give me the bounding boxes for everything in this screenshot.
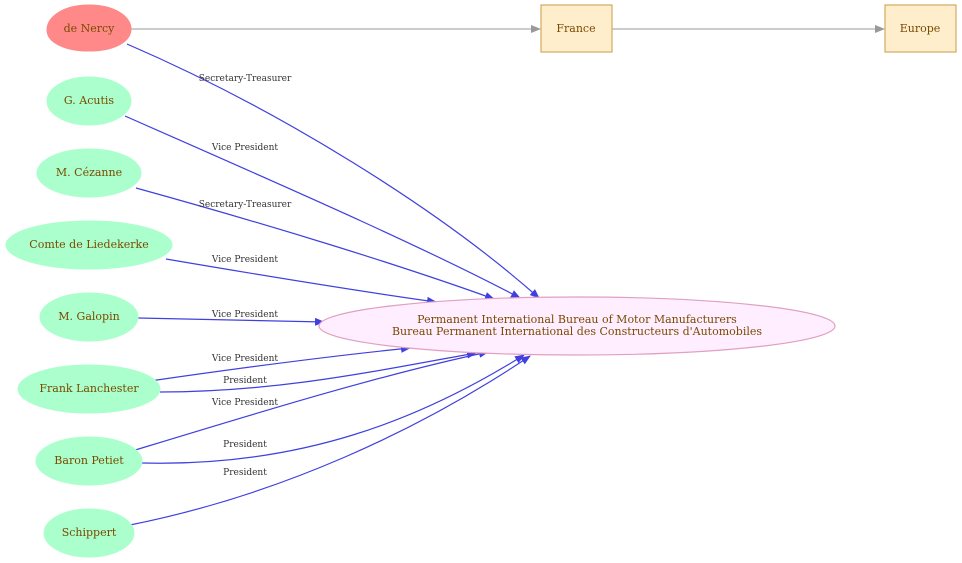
node-label-schippert: Schippert	[62, 526, 117, 539]
edge-galopin-bureau	[137, 317, 325, 326]
edge-label-acutis: Vice President	[211, 143, 279, 153]
edge-label-petiet-vp: Vice President	[211, 398, 279, 408]
node-acutis[interactable]: G. Acutis	[46, 76, 132, 126]
edge-lanchester-bureau-vp	[149, 344, 411, 382]
node-europe[interactable]: Europe	[884, 4, 957, 53]
node-label-galopin: M. Galopin	[58, 310, 119, 323]
edge-label-lanchester-vp: Vice President	[211, 354, 279, 364]
edge-schippert-bureau	[129, 355, 531, 526]
edge-label-schippert: President	[223, 468, 267, 478]
node-cezanne[interactable]: M. Cézanne	[36, 148, 142, 198]
node-label-acutis: G. Acutis	[64, 94, 115, 107]
node-label-bureau-line2: Bureau Permanent International des Const…	[392, 325, 762, 338]
edge-label-liedekerke: Vice President	[211, 255, 279, 265]
node-label-bureau-line1: Permanent International Bureau of Motor …	[417, 313, 737, 326]
node-galopin[interactable]: M. Galopin	[39, 292, 139, 342]
node-lanchester[interactable]: Frank Lanchester	[17, 364, 161, 414]
node-de-nercy[interactable]: de Nercy	[46, 4, 132, 52]
node-label-cezanne: M. Cézanne	[56, 166, 122, 179]
edge-label-petiet-pres: President	[223, 440, 267, 450]
node-label-petiet: Baron Petiet	[54, 454, 124, 467]
edge-de-nercy-bureau	[126, 43, 540, 299]
edge-label-de-nercy: Secretary-Treasurer	[199, 74, 292, 84]
node-label-de-nercy: de Nercy	[64, 22, 116, 35]
edge-label-cezanne: Secretary-Treasurer	[199, 200, 292, 210]
edge-lanchester-bureau-pres	[159, 350, 477, 393]
node-bureau[interactable]: Permanent International Bureau of Motor …	[318, 296, 836, 356]
node-schippert[interactable]: Schippert	[43, 508, 135, 558]
edge-acutis-bureau	[124, 115, 521, 299]
edge-petiet-bureau-vp	[131, 349, 489, 452]
node-label-france: France	[556, 22, 595, 35]
node-petiet[interactable]: Baron Petiet	[35, 436, 143, 486]
edge-liedekerke-bureau	[165, 258, 437, 305]
edge-petiet-bureau-pres	[141, 354, 525, 464]
node-france[interactable]: France	[540, 4, 613, 53]
node-label-liedekerke: Comte de Liedekerke	[29, 238, 148, 251]
edge-label-galopin: Vice President	[211, 310, 279, 320]
edge-cezanne-bureau	[135, 187, 495, 300]
node-label-europe: Europe	[900, 22, 941, 35]
node-liedekerke[interactable]: Comte de Liedekerke	[5, 220, 173, 270]
edge-label-lanchester-pres: President	[223, 376, 267, 386]
node-label-lanchester: Frank Lanchester	[39, 382, 139, 395]
